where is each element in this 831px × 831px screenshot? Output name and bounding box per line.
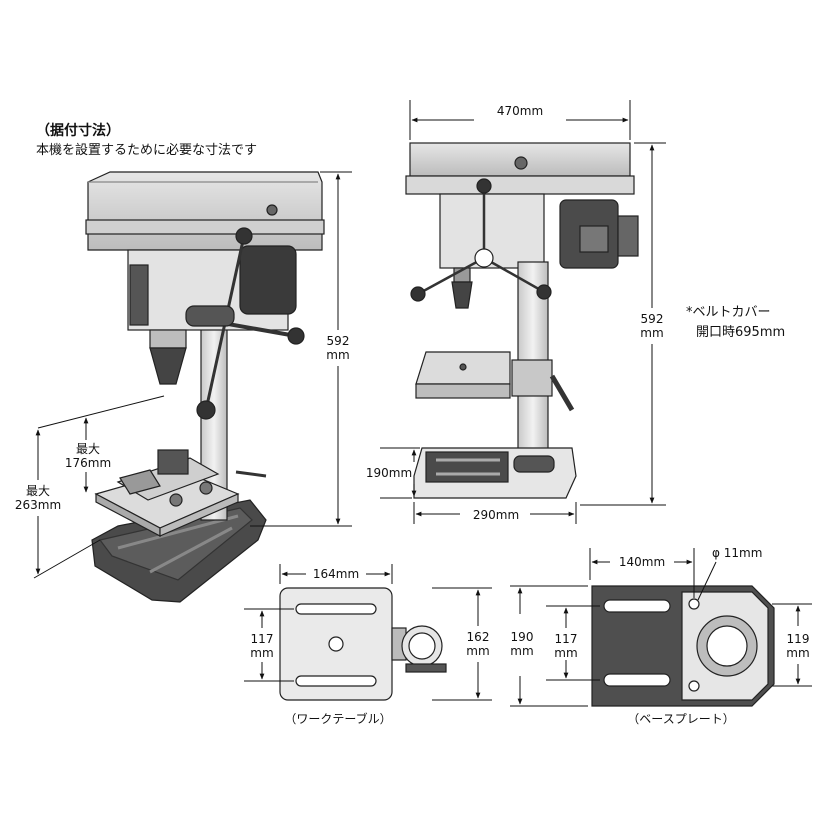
side-view-drill-press [85, 171, 325, 603]
work-table-depth: 162 [466, 630, 490, 644]
work-table-width: 164mm [312, 567, 360, 581]
base-hole-diameter: φ 11mm [712, 546, 763, 560]
base-slot-spacing-unit: mm [554, 646, 578, 660]
side-view-dimensions [33, 171, 352, 579]
front-height-value: 592 [640, 312, 664, 326]
side-height-unit: mm [326, 348, 350, 362]
belt-cover-note-line2: 開口時695mm [696, 325, 786, 340]
front-view-dimensions [380, 100, 666, 524]
base-hole-spacing: 119 [786, 632, 810, 646]
max-table-clearance: 176mm [64, 456, 112, 470]
front-height-unit: mm [640, 326, 664, 340]
base-plate-caption: （ベースプレート） [627, 712, 735, 726]
section-subtitle: 本機を設置するために必要な寸法です [36, 143, 258, 158]
max-label-table: 最大 [75, 442, 100, 456]
base-plate-drawing [591, 585, 775, 707]
base-plate-dimensions [510, 548, 812, 707]
base-depth: 190 [510, 630, 534, 644]
section-title: （据付寸法） [36, 123, 120, 139]
work-table-slot-spacing-unit: mm [250, 646, 274, 660]
work-table-drawing [279, 587, 447, 701]
base-slot-spacing: 117 [554, 632, 578, 646]
base-hole-spacing-unit: mm [786, 646, 810, 660]
front-base-width: 290mm [472, 508, 520, 522]
work-table-depth-unit: mm [466, 644, 490, 658]
front-base-depth: 190mm [365, 466, 413, 480]
work-table-caption: （ワークテーブル） [284, 712, 392, 726]
belt-cover-note-line1: *ベルトカバー [686, 305, 771, 320]
front-width-label: 470mm [496, 104, 544, 118]
work-table-slot-spacing: 117 [250, 632, 274, 646]
work-table-dimensions [244, 564, 492, 701]
max-label-total: 最大 [25, 484, 50, 498]
front-view-drill-press [405, 142, 639, 499]
side-height-value: 592 [326, 334, 350, 348]
base-hole-offset: 140mm [618, 555, 666, 569]
max-total-clearance: 263mm [14, 498, 62, 512]
base-depth-unit: mm [510, 644, 534, 658]
